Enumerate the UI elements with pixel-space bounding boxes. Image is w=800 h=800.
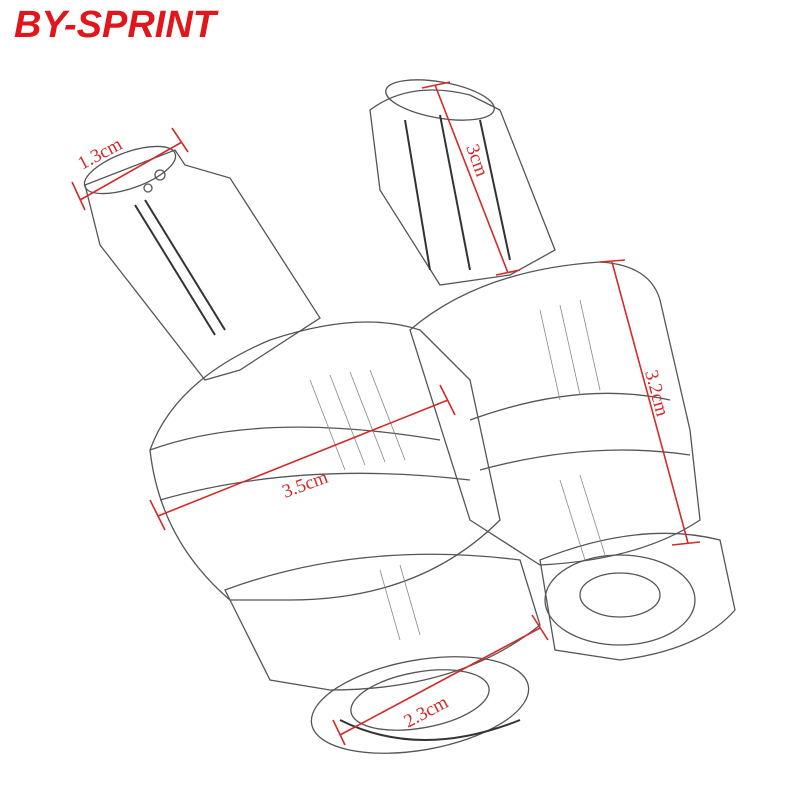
dimension-body-height: 3.2cm: [599, 259, 701, 546]
dimension-top-length: 3cm: [421, 81, 521, 276]
right-bar-end: [369, 79, 736, 661]
label-body-height: 3.2cm: [640, 368, 672, 419]
brand-logo: BY-SPRINT: [14, 4, 216, 46]
dimension-top-diameter: 1.3cm: [71, 127, 189, 211]
label-top-length: 3cm: [461, 142, 492, 180]
label-body-width: 3.5cm: [280, 467, 332, 503]
dimension-body-width: 3.5cm: [149, 384, 456, 531]
left-bar-end: [83, 145, 541, 754]
label-top-diameter: 1.3cm: [74, 134, 126, 175]
